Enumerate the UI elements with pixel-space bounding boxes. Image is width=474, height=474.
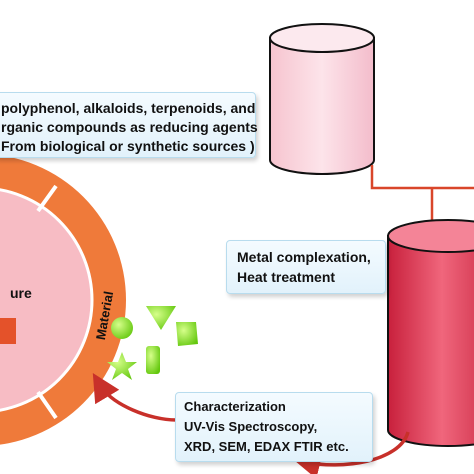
- metal-step-line-2: Heat treatment: [237, 269, 336, 285]
- connector-line: [370, 165, 474, 222]
- reactor-cylinder: [387, 219, 474, 447]
- characterization-line-2: UV-Vis Spectroscopy,: [184, 419, 318, 434]
- reducing-agents-line-1: polyphenol, alkaloids, terpenoids, and: [1, 100, 256, 116]
- ring-diagram: [0, 155, 126, 445]
- reducing-agents-box: polyphenol, alkaloids, terpenoids, and r…: [0, 92, 258, 158]
- characterization-box: Characterization UV-Vis Spectroscopy, XR…: [175, 392, 373, 462]
- metal-complexation-box: Metal complexation, Heat treatment: [226, 240, 386, 294]
- arrow-from-characterization: [92, 373, 177, 422]
- triangle-shape: [146, 306, 176, 330]
- characterization-line-1: Characterization: [184, 399, 286, 414]
- ring-inner-label: ure: [10, 285, 32, 301]
- reducing-agents-line-3: From biological or synthetic sources ): [1, 138, 255, 154]
- cube-shape: [176, 322, 198, 346]
- star-shape: [107, 352, 137, 380]
- metal-step-line-1: Metal complexation,: [237, 249, 371, 265]
- precursor-cylinder: [269, 23, 375, 175]
- sphere-shape: [111, 317, 133, 339]
- rod-shape: [146, 346, 160, 374]
- reducing-agents-line-2: rganic compounds as reducing agents: [1, 119, 258, 135]
- characterization-line-3: XRD, SEM, EDAX FTIR etc.: [184, 439, 349, 454]
- nanoparticle-shapes: [107, 306, 198, 380]
